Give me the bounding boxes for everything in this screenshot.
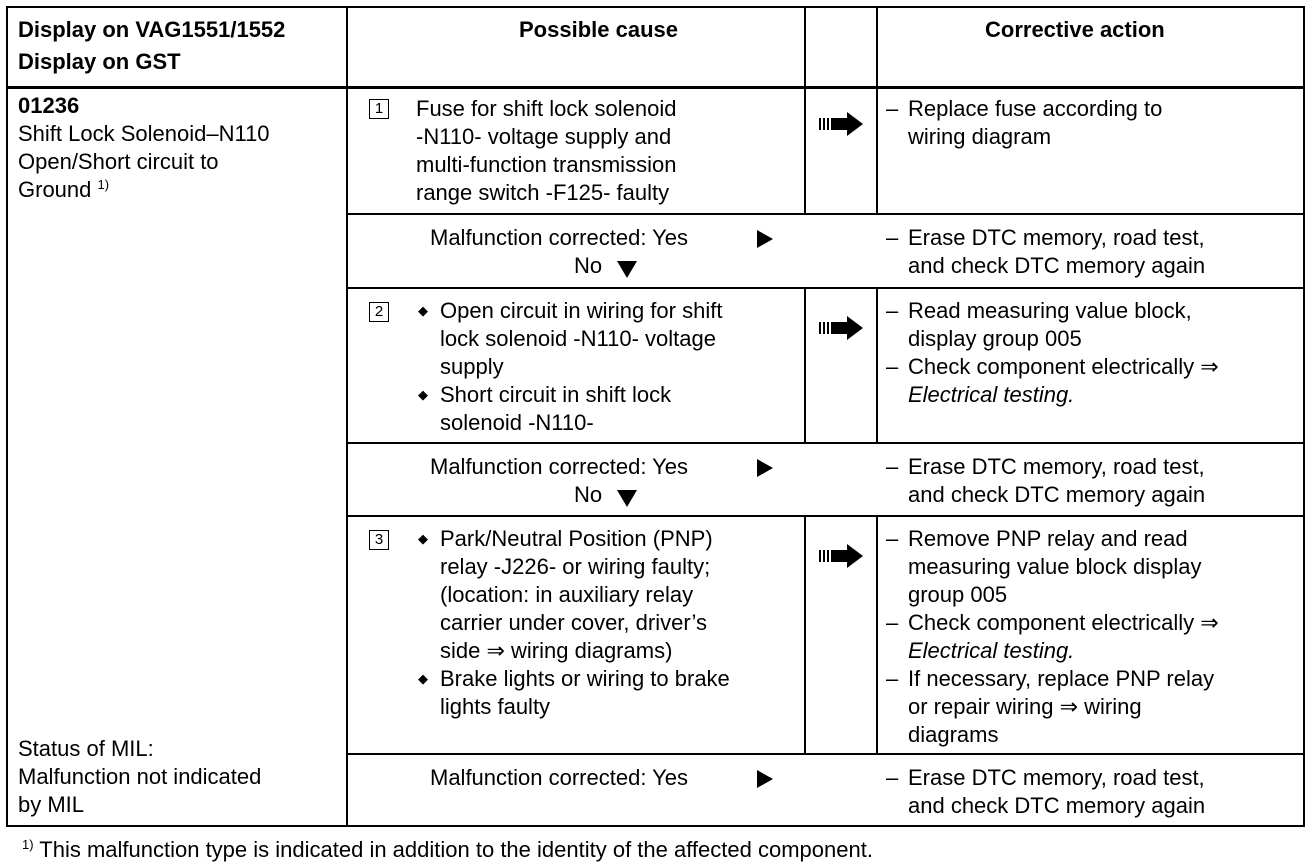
corrected2-dash: – <box>886 454 899 479</box>
step1-cause-line3: multi-function transmission <box>416 152 677 177</box>
step1-cause-line4: range switch -F125- faulty <box>416 180 670 205</box>
corrected2-yes-arrow-icon <box>757 459 773 477</box>
step2-bullet1-icon: ◆ <box>418 303 428 318</box>
step1-number: 1 <box>369 99 389 119</box>
step2-action1-dash: – <box>886 298 899 323</box>
step2-action2-line1: Check component electrically ⇒ <box>908 354 1219 379</box>
dtc-footnote-ref: 1) <box>97 177 110 192</box>
step3-action1-line3: group 005 <box>908 582 1008 607</box>
header-possible-cause: Possible cause <box>519 17 678 42</box>
dtc-line2: Open/Short circuit to <box>18 149 219 174</box>
step3-action2-line2: Electrical testing. <box>908 638 1075 663</box>
corrected2-rule <box>346 515 1305 517</box>
corrected1-action-line2: and check DTC memory again <box>908 253 1206 278</box>
step3-divider-b <box>876 516 878 754</box>
step3-arrow-icon <box>819 544 863 568</box>
corrected3-yes-arrow-icon <box>757 770 773 788</box>
footnote: 1) This malfunction type is indicated in… <box>22 836 873 864</box>
step3-action3-line1: If necessary, replace PNP relay <box>908 666 1215 691</box>
step3-action3-line3: diagrams <box>908 722 999 747</box>
step2-action1-line2: display group 005 <box>908 326 1082 351</box>
step3-cause2-line2: lights faulty <box>440 694 551 719</box>
dtc-line3: Ground 1) <box>18 176 109 204</box>
table-frame <box>6 6 1305 827</box>
step3-action1-line2: measuring value block display <box>908 554 1202 579</box>
corrected2-no: No <box>574 482 603 507</box>
header-rule <box>6 86 1305 89</box>
corrected1-no: No <box>574 253 603 278</box>
corrected1-action-line1: Erase DTC memory, road test, <box>908 225 1205 250</box>
footnote-text: This malfunction type is indicated in ad… <box>39 837 873 862</box>
step2-rule <box>346 442 1305 444</box>
step3-action2-line1: Check component electrically ⇒ <box>908 610 1219 635</box>
step3-cause1-line3: (location: in auxiliary relay <box>440 582 694 607</box>
corrected1-no-arrow-icon <box>617 261 637 278</box>
mil-status-line1: Status of MIL: <box>18 736 154 761</box>
dtc-code: 01236 <box>18 93 80 118</box>
header-corrective-action: Corrective action <box>985 17 1165 42</box>
step3-cause1-line1: Park/Neutral Position (PNP) <box>440 526 713 551</box>
step2-action1-line1: Read measuring value block, <box>908 298 1192 323</box>
step3-divider-a <box>804 516 806 754</box>
step1-arrow-icon <box>819 112 863 136</box>
step2-cause1-line3: supply <box>440 354 504 379</box>
corrected1-rule <box>346 287 1305 289</box>
corrected2-label: Malfunction corrected: Yes <box>430 454 689 479</box>
step3-action3-line2: or repair wiring ⇒ wiring <box>908 694 1142 719</box>
step2-cause2-line1: Short circuit in shift lock <box>440 382 672 407</box>
corrected2-action-line1: Erase DTC memory, road test, <box>908 454 1205 479</box>
step3-action3-dash: – <box>886 666 899 691</box>
step1-rule <box>346 213 1305 215</box>
corrected3-action-line1: Erase DTC memory, road test, <box>908 765 1205 790</box>
step3-bullet1-icon: ◆ <box>418 531 428 546</box>
corrected3-action-line2: and check DTC memory again <box>908 793 1206 818</box>
step2-action2-line2: Electrical testing. <box>908 382 1075 407</box>
step2-cause2-line2: solenoid -N110- <box>440 410 594 435</box>
corrected1-yes-arrow-icon <box>757 230 773 248</box>
corrected1-label: Malfunction corrected: Yes <box>430 225 689 250</box>
step3-bullet2-icon: ◆ <box>418 671 428 686</box>
step3-action2-dash: – <box>886 610 899 635</box>
step1-action-line2: wiring diagram <box>908 124 1052 149</box>
step1-cause-line2: -N110- voltage supply and <box>416 124 672 149</box>
step1-divider-a <box>804 88 806 214</box>
step1-action-dash: – <box>886 96 899 121</box>
step2-divider-a <box>804 288 806 443</box>
step1-action-line1: Replace fuse according to <box>908 96 1163 121</box>
step2-arrow-icon <box>819 316 863 340</box>
corrected2-action-line2: and check DTC memory again <box>908 482 1206 507</box>
step3-cause2-line1: Brake lights or wiring to brake <box>440 666 730 691</box>
step1-cause-line1: Fuse for shift lock solenoid <box>416 96 677 121</box>
step2-bullet2-icon: ◆ <box>418 387 428 402</box>
step2-cause1-line1: Open circuit in wiring for shift <box>440 298 723 323</box>
step3-cause1-line2: relay -J226- or wiring faulty; <box>440 554 711 579</box>
corrected3-dash: – <box>886 765 899 790</box>
step1-divider-b <box>876 88 878 214</box>
mil-status-line2: Malfunction not indicated <box>18 764 262 789</box>
footnote-marker: 1) <box>22 837 34 852</box>
step3-rule <box>346 753 1305 755</box>
corrected2-no-arrow-icon <box>617 490 637 507</box>
step2-cause1-line2: lock solenoid -N110- voltage <box>440 326 716 351</box>
step3-action1-line1: Remove PNP relay and read <box>908 526 1188 551</box>
step3-cause1-line4: carrier under cover, driver’s <box>440 610 707 635</box>
dtc-line3-text: Ground <box>18 177 92 202</box>
step3-action1-dash: – <box>886 526 899 551</box>
mil-status-line3: by MIL <box>18 792 85 817</box>
step2-action2-dash: – <box>886 354 899 379</box>
col1-divider <box>346 6 348 827</box>
step2-number: 2 <box>369 302 389 322</box>
dtc-line1: Shift Lock Solenoid–N110 <box>18 121 270 146</box>
header-col1-line1: Display on VAG1551/1552 <box>18 17 286 42</box>
step3-cause1-line5: side ⇒ wiring diagrams) <box>440 638 673 663</box>
header-arrow-right-divider <box>876 6 878 88</box>
step2-divider-b <box>876 288 878 443</box>
header-col1-line2: Display on GST <box>18 49 181 74</box>
header-arrow-left-divider <box>804 6 806 88</box>
step3-number: 3 <box>369 530 389 550</box>
corrected1-dash: – <box>886 225 899 250</box>
corrected3-label: Malfunction corrected: Yes <box>430 765 689 790</box>
